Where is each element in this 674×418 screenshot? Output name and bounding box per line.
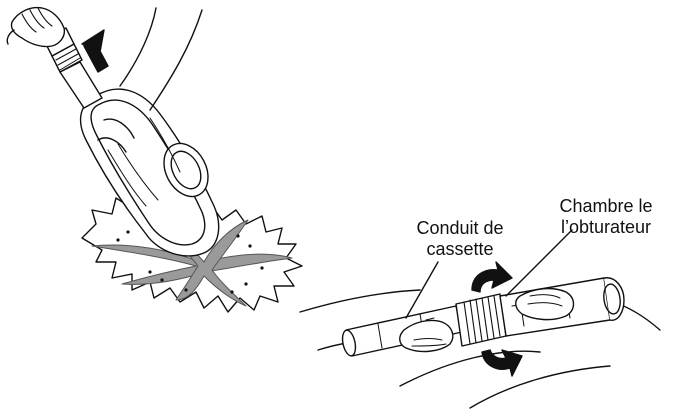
pool-cleaner-illustration <box>7 8 302 312</box>
label-conduit-de-cassette: Conduit de cassette <box>395 218 525 260</box>
label-conduit-line1: Conduit de <box>395 218 525 239</box>
threaded-coupling <box>456 294 506 346</box>
label-conduit-line2: cassette <box>395 239 525 260</box>
label-chambre-obturateur: Chambre le l’obturateur <box>538 196 674 238</box>
label-chambre-line1: Chambre le <box>538 196 674 217</box>
up-arrow-icon <box>82 30 108 72</box>
hand-holding-cleaner <box>7 8 64 47</box>
label-chambre-line2: l’obturateur <box>538 217 674 238</box>
